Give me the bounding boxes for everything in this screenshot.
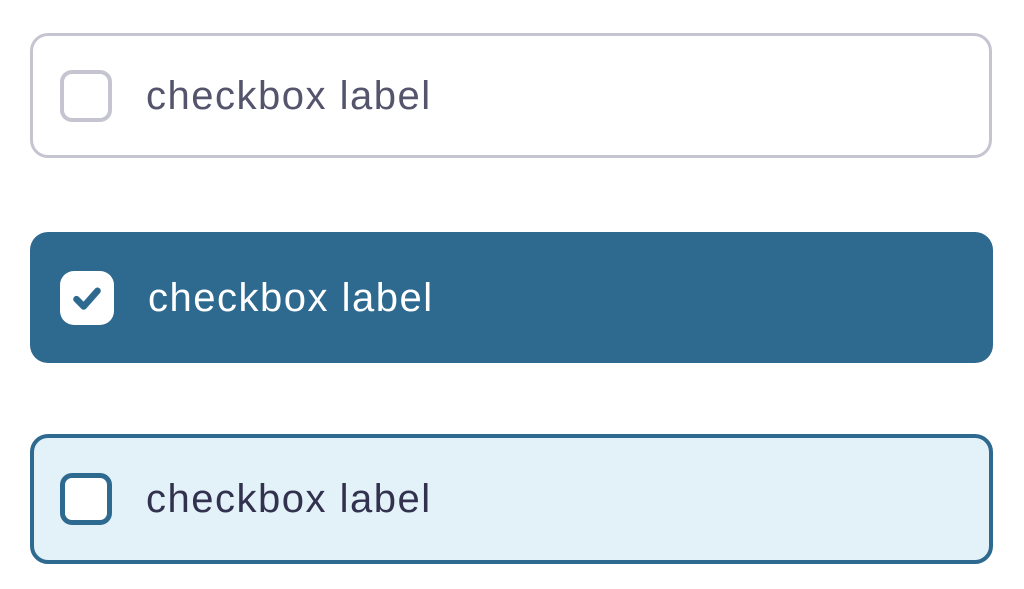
checkbox-label: checkbox label — [146, 477, 432, 521]
checkbox-unchecked[interactable] — [60, 473, 112, 525]
checkbox-unchecked[interactable] — [60, 69, 112, 122]
checkbox-label: checkbox label — [148, 275, 434, 320]
checkbox-label: checkbox label — [146, 73, 432, 118]
checkbox-row-selected[interactable]: checkbox label — [30, 232, 993, 363]
checkbox-checked[interactable] — [60, 270, 114, 325]
checkmark-icon — [73, 286, 101, 310]
checkbox-row-default[interactable]: checkbox label — [30, 33, 992, 158]
checkbox-row-highlighted[interactable]: checkbox label — [30, 434, 993, 564]
